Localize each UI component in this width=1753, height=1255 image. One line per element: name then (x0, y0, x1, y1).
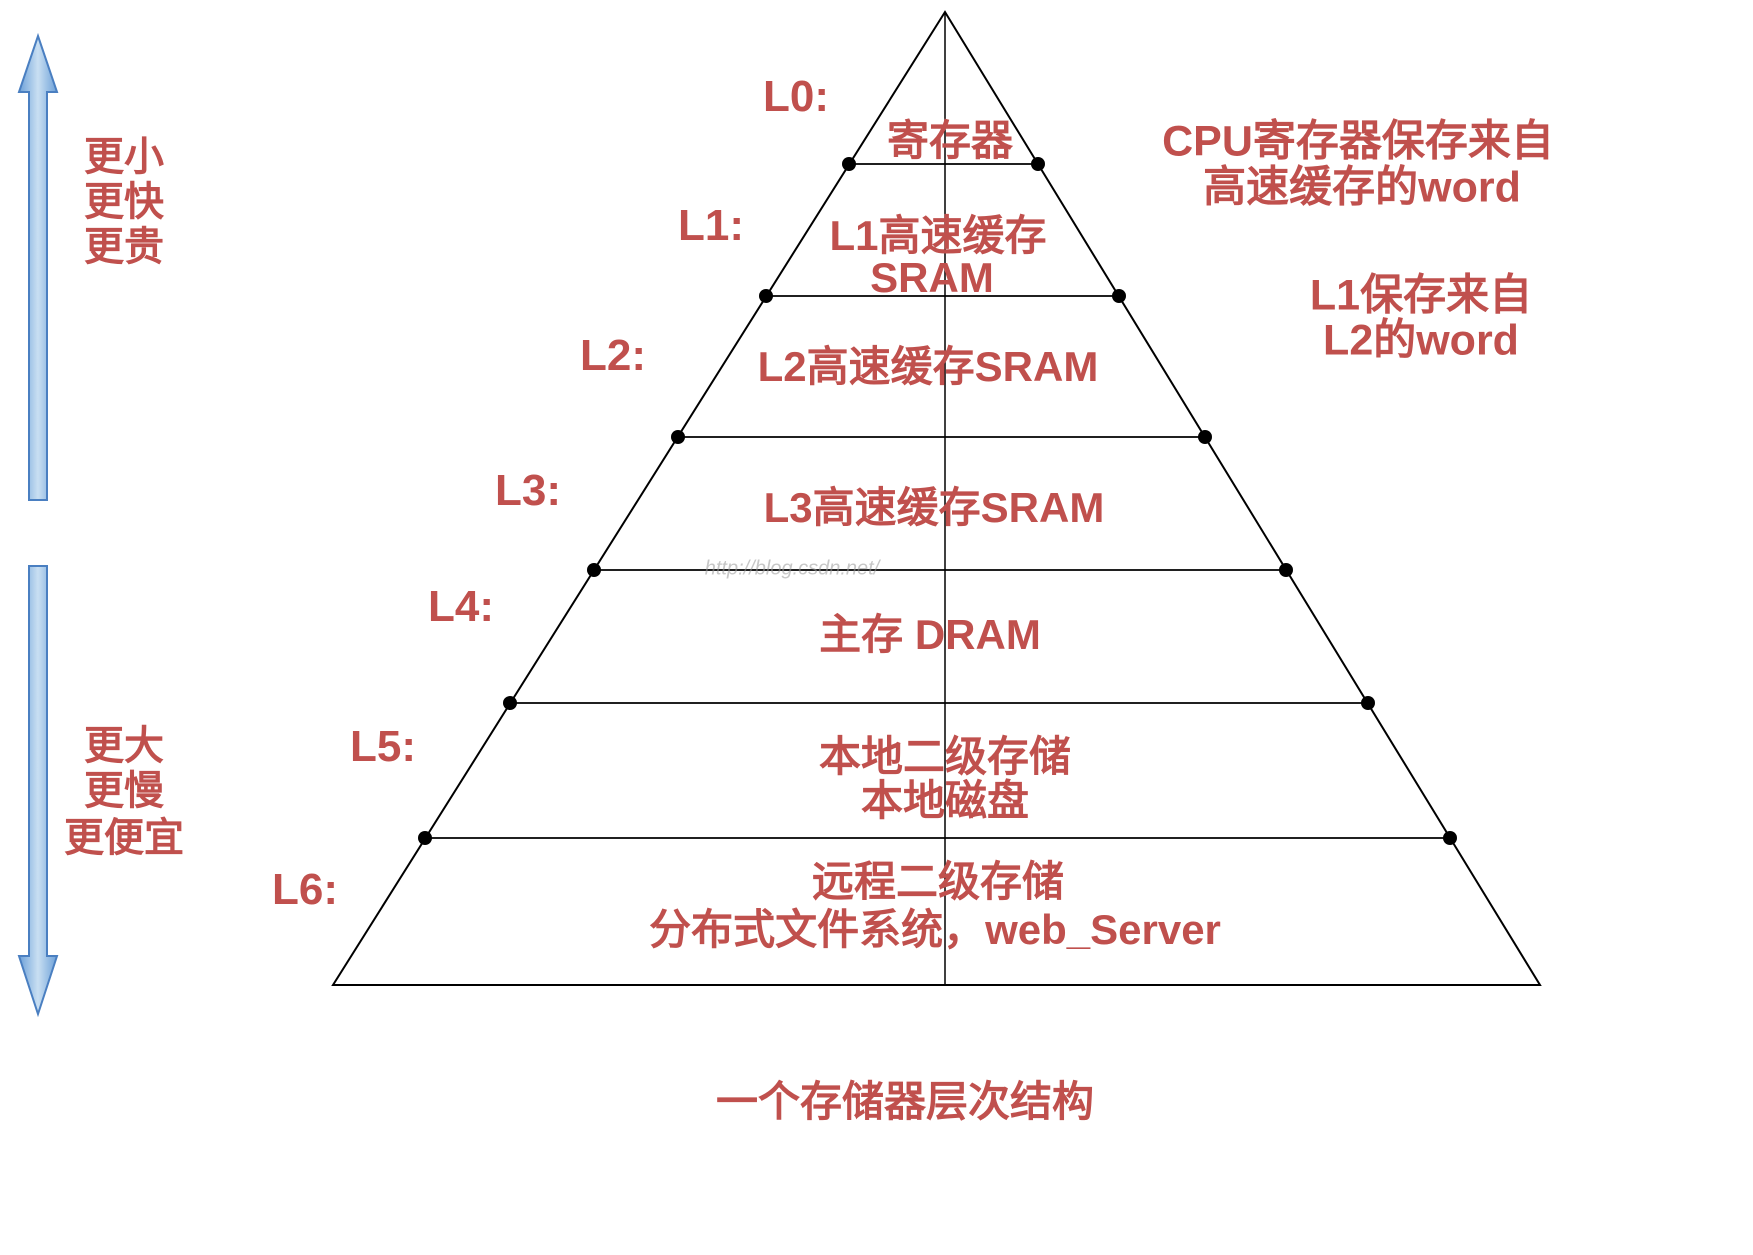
annotation-cpu-line1: CPU寄存器保存来自 (1162, 117, 1554, 166)
dot (1443, 831, 1457, 845)
level-id-l4: L4: (428, 582, 494, 631)
axis-label-smaller: 更小 (84, 135, 164, 179)
level-id-l6: L6: (272, 865, 338, 914)
level-l4-title: 主存 DRAM (819, 611, 1041, 658)
axis-label-bigger: 更大 (84, 724, 164, 768)
level-divider-lines (425, 163, 1450, 839)
annotation-l1-line2: L2的word (1323, 316, 1519, 365)
dot (503, 696, 517, 710)
level-l6-subtitle: 分布式文件系统，web_Server (649, 906, 1221, 953)
axis-label-costlier: 更贵 (84, 225, 164, 269)
level-l3-title: L3高速缓存SRAM (763, 484, 1105, 531)
level-l5-subtitle: 本地磁盘 (860, 777, 1030, 824)
down-arrow (17, 565, 59, 1018)
dot (1112, 289, 1126, 303)
level-id-l2: L2: (580, 331, 646, 380)
level-l6-title: 远程二级存储 (811, 858, 1065, 905)
axis-label-slower: 更慢 (84, 769, 164, 813)
level-id-l1: L1: (678, 201, 744, 250)
level-id-l3: L3: (495, 466, 561, 515)
dot (418, 831, 432, 845)
level-l1-title: L1高速缓存 (829, 212, 1047, 259)
up-arrow (17, 32, 59, 501)
axis-label-cheaper: 更便宜 (64, 816, 184, 860)
pyramid-outline (331, 10, 1542, 986)
level-l1-subtitle: SRAM (870, 254, 994, 301)
dot (842, 157, 856, 171)
dot (1031, 157, 1045, 171)
level-dots (418, 157, 1457, 845)
level-l5-title: 本地二级存储 (818, 733, 1072, 780)
annotation-cpu-line2: 高速缓存的word (1203, 163, 1521, 212)
annotation-l1-line1: L1保存来自 (1309, 271, 1533, 320)
dot (1279, 563, 1293, 577)
dot (587, 563, 601, 577)
level-id-l5: L5: (350, 722, 416, 771)
dot (1198, 430, 1212, 444)
dot (1361, 696, 1375, 710)
watermark: http://blog.csdn.net/ (704, 557, 880, 580)
dot (759, 289, 773, 303)
diagram-caption: 一个存储器层次结构 (715, 1078, 1095, 1125)
level-id-l0: L0: (763, 72, 829, 121)
level-l0-title: 寄存器 (886, 117, 1014, 164)
axis-label-faster: 更快 (84, 180, 164, 224)
dot (671, 430, 685, 444)
level-l2-title: L2高速缓存SRAM (757, 343, 1099, 390)
